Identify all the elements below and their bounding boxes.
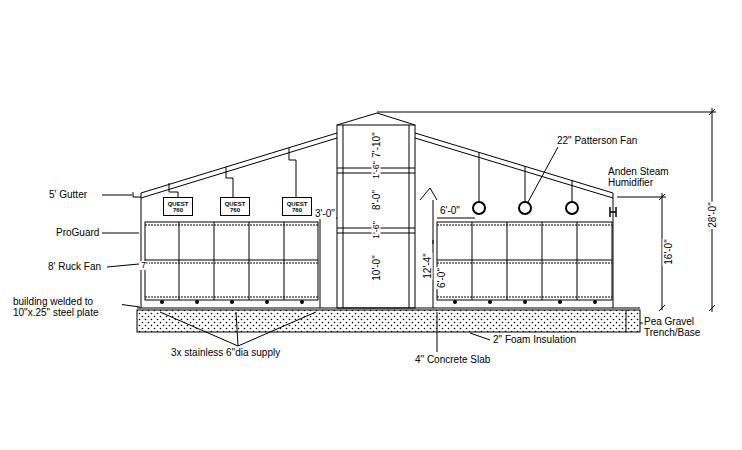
callout-label: Anden Steam Humidifier: [607, 166, 695, 188]
callout-label: 3x stainless 6"dia supply: [170, 347, 281, 358]
callout-label: 2" Foam Insulation: [492, 334, 577, 345]
fan-model: QUEST 760: [224, 201, 246, 213]
callout-label: 22" Patterson Fan: [556, 135, 638, 146]
dimension-label: 1'-6": [372, 220, 381, 240]
callout-label: ProGuard: [55, 227, 100, 238]
fan-box: QUEST 760: [220, 197, 250, 216]
callout-label: 4" Concrete Slab: [414, 354, 491, 365]
dimension-label: 12'-4": [422, 252, 433, 279]
fan-box: QUEST 760: [282, 197, 312, 216]
dimension-label: 16'-0": [663, 238, 674, 265]
dimension-label: 10'-0": [371, 254, 382, 281]
dimension-label: 6'-0": [436, 267, 447, 289]
fan-model: QUEST 760: [286, 201, 308, 213]
callout-label: 5' Gutter: [48, 189, 88, 200]
callout-label: building welded to 10"x.25" steel plate: [12, 296, 122, 318]
callout-label: 8' Ruck Fan: [47, 261, 102, 272]
fan-model: QUEST 760: [167, 201, 189, 213]
callout-label: 7': [140, 261, 149, 270]
dimension-label: 28'-0": [707, 201, 718, 228]
fan-box: QUEST 760: [163, 197, 193, 216]
dimension-label: 7'-10": [371, 131, 382, 158]
dimension-label: 1'-6": [372, 160, 381, 180]
callout-label: Pea Gravel Trench/Base: [643, 316, 723, 338]
callout-label: 3'-0": [314, 208, 336, 219]
dimension-label: 8'-0": [371, 189, 382, 211]
callout-label: 6'-0": [439, 205, 461, 216]
